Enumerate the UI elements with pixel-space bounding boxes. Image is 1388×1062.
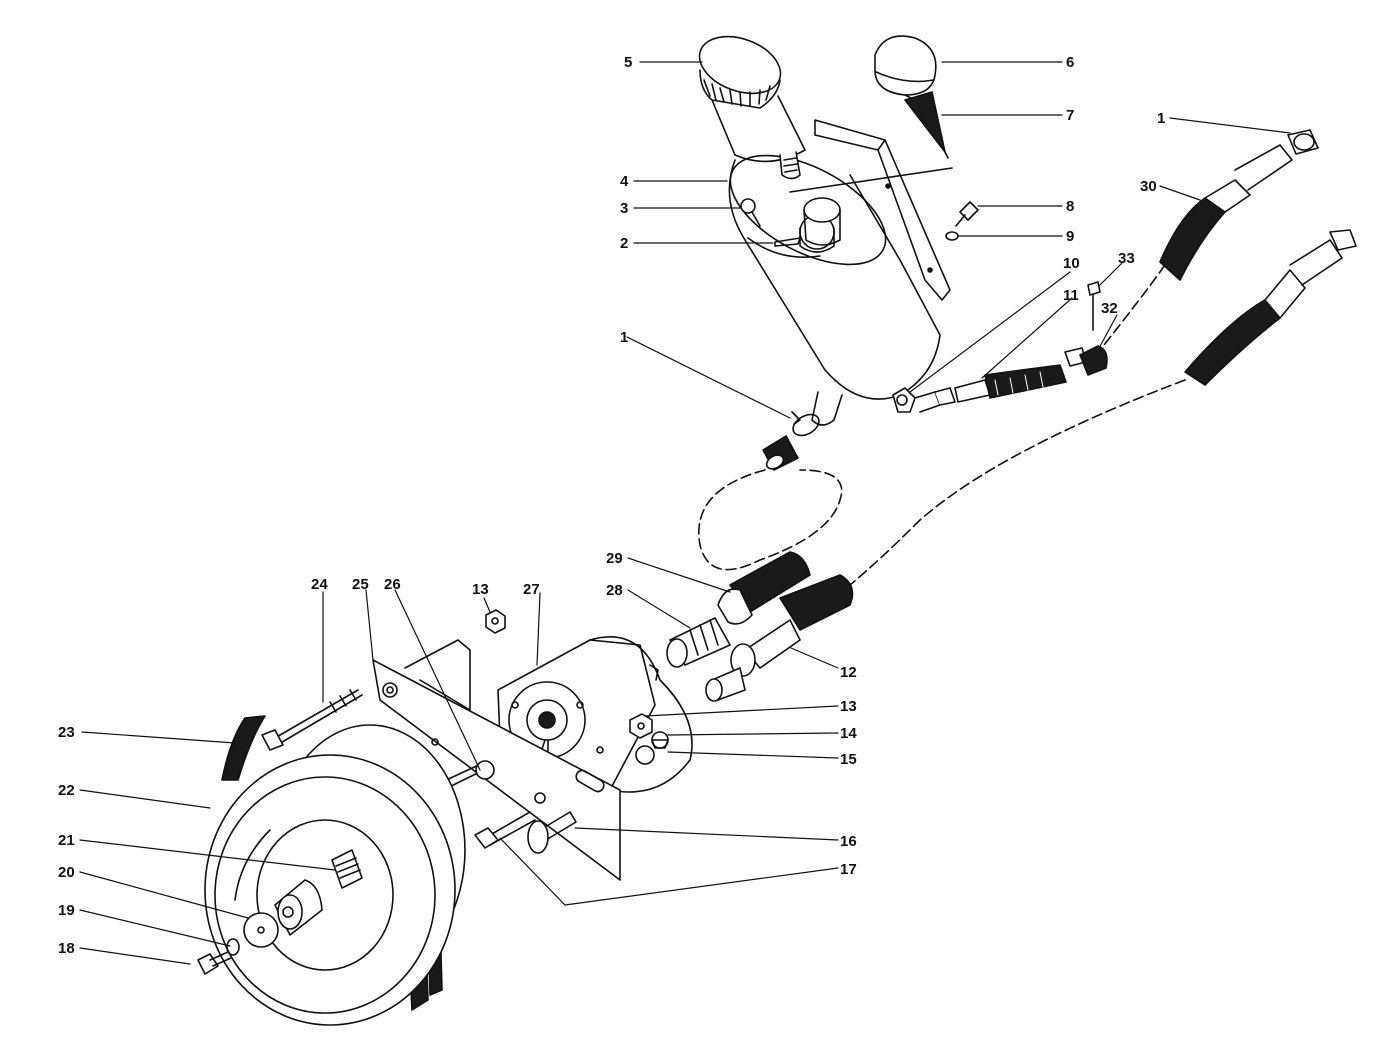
hose-clamp-upper — [791, 411, 820, 437]
return-hose-lower — [1184, 229, 1357, 386]
callout-15: 15 — [840, 751, 857, 768]
suction-hose-fitting — [762, 435, 799, 471]
pump-pressure-hose — [730, 574, 854, 677]
callout-1-upper: 1 — [1157, 110, 1165, 127]
callout-3: 3 — [620, 200, 628, 217]
callout-32: 32 — [1101, 300, 1118, 317]
suction-hose-path — [698, 469, 843, 571]
callout-33: 33 — [1118, 250, 1135, 267]
callout-9: 9 — [1066, 228, 1074, 245]
pump-inlet-hose — [717, 551, 811, 625]
reservoir-mounting-bracket — [814, 119, 951, 301]
callout-6: 6 — [1066, 54, 1074, 71]
cotter-pin — [774, 237, 801, 247]
pump-nut — [629, 713, 653, 739]
pump-mounting-bracket — [372, 639, 621, 881]
callout-8: 8 — [1066, 198, 1074, 215]
callout-30: 30 — [1140, 178, 1157, 195]
hose-bracket-clip — [1064, 345, 1108, 376]
pulley — [204, 724, 466, 1026]
leader-lines — [79, 61, 1291, 965]
callout-10: 10 — [1063, 255, 1080, 272]
callout-26: 26 — [384, 576, 401, 593]
dipstick-filter — [904, 91, 949, 159]
filter-cap — [698, 35, 806, 180]
callout-1-lower: 1 — [620, 329, 628, 346]
callout-21: 21 — [58, 832, 75, 849]
pulley-key — [331, 849, 363, 889]
reservoir-tank — [728, 154, 941, 426]
adjust-bolt — [474, 792, 546, 849]
bracket-bolt — [955, 201, 979, 227]
pump-inlet-fitting — [666, 617, 731, 668]
callout-2: 2 — [620, 235, 628, 252]
pump-washer — [635, 731, 669, 765]
pulley-bolt — [197, 951, 232, 975]
callout-25: 25 — [352, 576, 369, 593]
bracket-bolt-long — [261, 689, 363, 751]
carriage-bolt — [527, 811, 577, 854]
callout-13-upper: 13 — [472, 581, 489, 598]
callout-11: 11 — [1063, 287, 1079, 304]
callout-13-lower: 13 — [840, 698, 857, 715]
callout-4: 4 — [620, 173, 629, 190]
callout-23: 23 — [58, 724, 75, 741]
callout-20: 20 — [58, 864, 75, 881]
return-hose-path-lower — [849, 379, 1186, 586]
callout-27: 27 — [523, 581, 540, 598]
callout-28: 28 — [606, 582, 623, 599]
vent-plug — [740, 198, 761, 227]
callout-24: 24 — [311, 576, 328, 593]
lock-washer — [945, 231, 959, 241]
callout-18: 18 — [58, 940, 75, 957]
pump-outlet-fitting — [705, 667, 746, 702]
callout-5: 5 — [624, 54, 632, 71]
callout-12: 12 — [840, 664, 857, 681]
breather-cap — [874, 35, 937, 101]
bracket-top-nut — [485, 609, 506, 634]
pulley-hub — [274, 879, 323, 936]
elbow-fitting — [892, 387, 956, 413]
lock-washer-small — [226, 938, 240, 956]
dipstick-leader — [789, 167, 953, 193]
pulley-washer — [243, 912, 279, 948]
pressure-hose-fitting — [954, 364, 1067, 403]
tank-neck — [803, 197, 841, 246]
hose-bracket-screw — [1087, 281, 1101, 331]
callout-labels: 5 6 7 1 30 4 3 8 2 9 10 33 11 32 1 29 28… — [58, 54, 1165, 957]
return-hose-upper — [1159, 129, 1319, 281]
callout-22: 22 — [58, 782, 75, 799]
return-hose-path-upper — [1099, 264, 1166, 351]
callout-17: 17 — [840, 861, 857, 878]
callout-16: 16 — [840, 833, 857, 850]
callout-7: 7 — [1066, 107, 1074, 124]
callout-29: 29 — [606, 550, 623, 567]
callout-19: 19 — [58, 902, 75, 919]
callout-14: 14 — [840, 725, 857, 742]
